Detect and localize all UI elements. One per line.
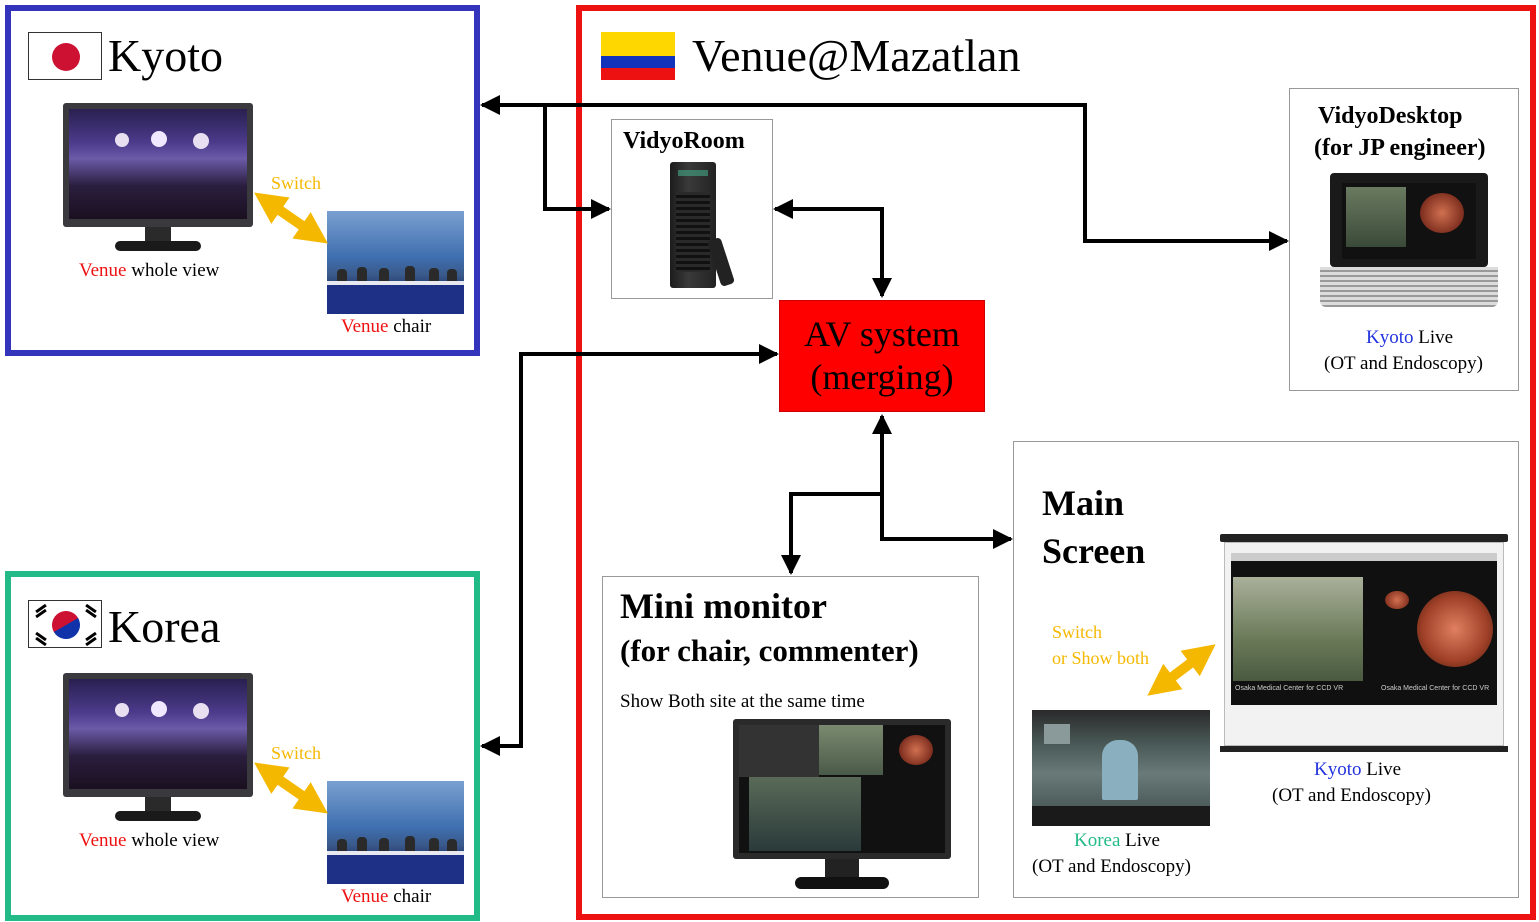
kyoto-switch-label: Switch: [271, 173, 322, 193]
av-system-box: AV system (merging): [779, 300, 985, 412]
vidyodesktop-caption: Kyoto Live: [1366, 327, 1453, 349]
colombia-flag-icon: [601, 32, 675, 80]
link-korea-av: [480, 344, 779, 756]
korea-switch-label: Switch: [271, 743, 322, 763]
kyoto-whole-view-text: whole view: [126, 260, 220, 281]
av-system-sublabel: (merging): [810, 357, 954, 398]
korea-switch-arrow-icon: [254, 762, 328, 814]
main-switch-label-line2: or Show both: [1052, 648, 1150, 668]
korea-frame: [5, 571, 480, 921]
kyoto-live-highlight: Kyoto: [1314, 759, 1362, 780]
kyoto-whole-view-highlight: Venue: [79, 260, 127, 281]
vidyodesktop-caption-line2: (OT and Endoscopy): [1324, 353, 1484, 374]
vidyodesktop-caption-text: Live: [1413, 327, 1454, 348]
kyoto-live-caption: Kyoto Live: [1314, 759, 1401, 781]
screen-overlay-left: Osaka Medical Center for CCD VR: [1235, 685, 1344, 692]
korea-whole-view-highlight: Venue: [79, 830, 127, 851]
vidyodesktop-subtitle: (for JP engineer): [1314, 135, 1486, 161]
korea-venue-monitor-icon: [63, 673, 253, 828]
link-kyoto-vidyodesktop: [480, 95, 1289, 251]
main-switch-arrow-icon: [1147, 644, 1216, 696]
korea-live-caption: Korea Live: [1074, 830, 1160, 852]
korea-chair-photo: [327, 781, 464, 884]
korea-whole-view-caption: Venue whole view: [79, 830, 219, 852]
vidyodesktop-caption-highlight: Kyoto: [1366, 327, 1414, 348]
main-switch-label: Switch: [1052, 622, 1103, 642]
korea-chair-highlight: Venue: [341, 886, 389, 907]
kyoto-live-text: Live: [1361, 759, 1402, 780]
link-av-mini-monitor: [781, 492, 882, 575]
screen-overlay-right: Osaka Medical Center for CCD VR: [1381, 685, 1490, 692]
korea-live-caption-line2: (OT and Endoscopy): [1032, 856, 1192, 877]
korea-flag-icon: [28, 600, 102, 648]
korea-chair-text: chair: [388, 886, 432, 907]
kyoto-venue-monitor-icon: [63, 103, 253, 258]
kyoto-chair-caption: Venue chair: [341, 316, 431, 338]
korea-chair-caption: Venue chair: [341, 886, 431, 908]
kyoto-live-caption-line2: (OT and Endoscopy): [1272, 785, 1432, 806]
kyoto-chair-photo: [327, 211, 464, 314]
japan-flag-icon: [28, 32, 102, 80]
main-screen-panel: Main Screen Switch or Show both Korea Li…: [1013, 441, 1519, 898]
laptop-icon: [1320, 173, 1498, 318]
kyoto-whole-view-caption: Venue whole view: [79, 260, 219, 282]
korea-live-photo: [1032, 710, 1210, 826]
korea-whole-view-text: whole view: [126, 830, 220, 851]
vidyodesktop-panel: VidyoDesktop (for JP engineer) Kyoto Liv…: [1289, 88, 1519, 391]
link-kyoto-vidyoroom: [543, 105, 611, 219]
mazatlan-title: Venue@Mazatlan: [692, 30, 1021, 81]
kyoto-chair-highlight: Venue: [341, 316, 389, 337]
av-system-label: AV system: [804, 314, 960, 354]
kyoto-switch-arrow-icon: [254, 192, 328, 244]
projection-screen-icon: Osaka Medical Center for CCD VR Osaka Me…: [1220, 532, 1508, 754]
link-vidyoroom-av: [773, 199, 892, 298]
link-av-outputs: [872, 414, 1013, 549]
main-screen-title: Main: [1042, 483, 1125, 523]
kyoto-title: Kyoto: [108, 30, 223, 81]
kyoto-frame: [5, 5, 480, 356]
main-screen-title-line2: Screen: [1042, 531, 1146, 571]
kyoto-chair-text: chair: [388, 316, 432, 337]
korea-live-highlight: Korea: [1074, 830, 1121, 851]
korea-title: Korea: [108, 601, 221, 652]
vidyodesktop-title: VidyoDesktop: [1318, 103, 1463, 129]
korea-live-text: Live: [1120, 830, 1160, 851]
